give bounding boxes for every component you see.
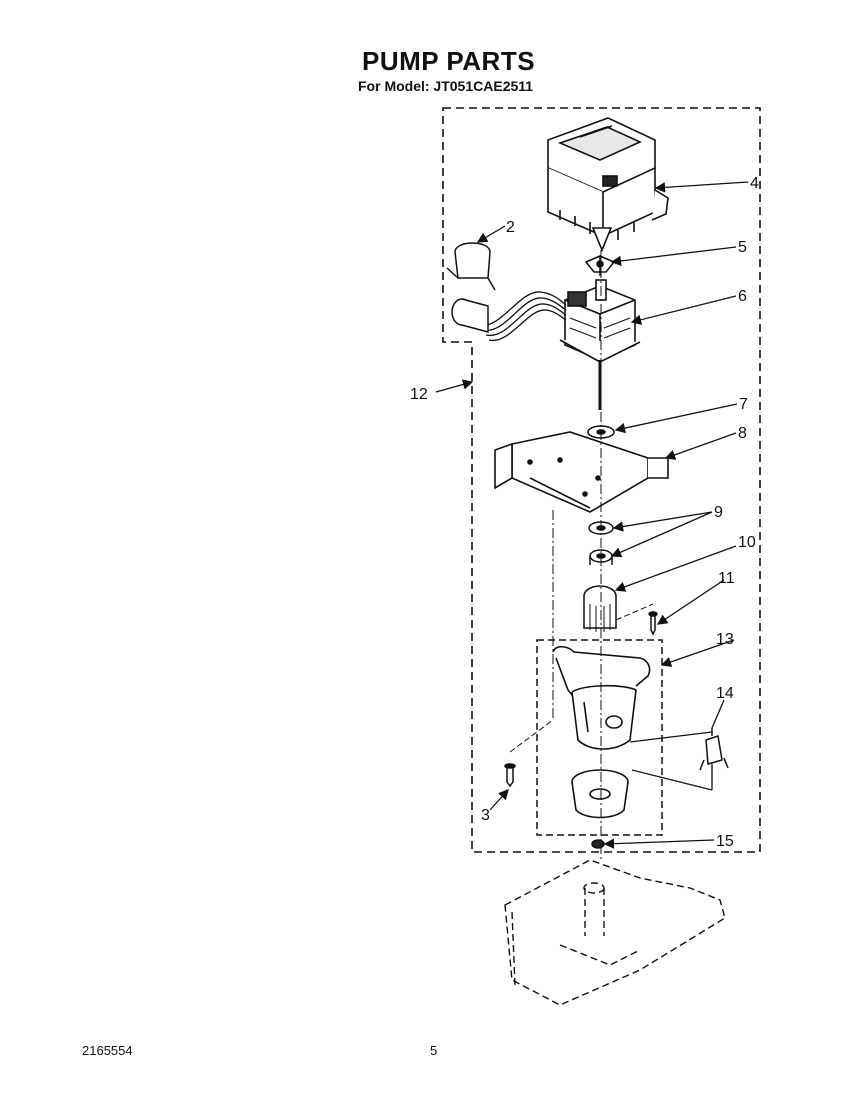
callout-2: 2: [506, 219, 515, 236]
callout-12: 12: [410, 386, 428, 403]
leader-lines: [435, 181, 749, 849]
part-impeller-blade: [583, 585, 617, 632]
part-8-bracket: [494, 431, 669, 513]
callout-8: 8: [738, 425, 747, 442]
part-13-pump-housing: [552, 645, 651, 750]
page-title: PUMP PARTS: [362, 46, 536, 76]
callout-15: 15: [716, 833, 734, 850]
part-2-capacitor: [451, 298, 489, 333]
part-15-oring: [591, 839, 605, 849]
callout-13: 13: [716, 631, 734, 648]
part-13-base: [571, 769, 629, 819]
callout-7: 7: [739, 396, 748, 413]
screw3-axis-line: [509, 719, 554, 753]
part-3-screw: [504, 763, 516, 788]
document-number: 2165554: [82, 1043, 133, 1058]
callout-6: 6: [738, 288, 747, 305]
model-subtitle: For Model: JT051CAE2511: [358, 78, 534, 94]
callout-9: 9: [714, 504, 723, 521]
callout-5: 5: [738, 239, 747, 256]
part-6-pump-motor: [559, 279, 641, 410]
screw11-axis-line: [615, 603, 654, 621]
part-2-clip: [446, 242, 496, 291]
part-5-impeller: [584, 255, 616, 276]
part-11-screw: [648, 611, 658, 636]
part-4-motor-cover: [547, 117, 669, 253]
callout-10: 10: [738, 534, 756, 551]
assembly-boundary-12: [442, 107, 761, 853]
callout-14: 14: [716, 685, 734, 702]
callout-4: 4: [750, 175, 759, 192]
part-14-fitting: [699, 728, 729, 771]
callout-3: 3: [481, 807, 490, 824]
wire-harness: [479, 291, 567, 341]
reservoir-tank: [504, 859, 726, 1006]
callout-11: 11: [718, 570, 735, 587]
page-number: 5: [430, 1043, 438, 1058]
